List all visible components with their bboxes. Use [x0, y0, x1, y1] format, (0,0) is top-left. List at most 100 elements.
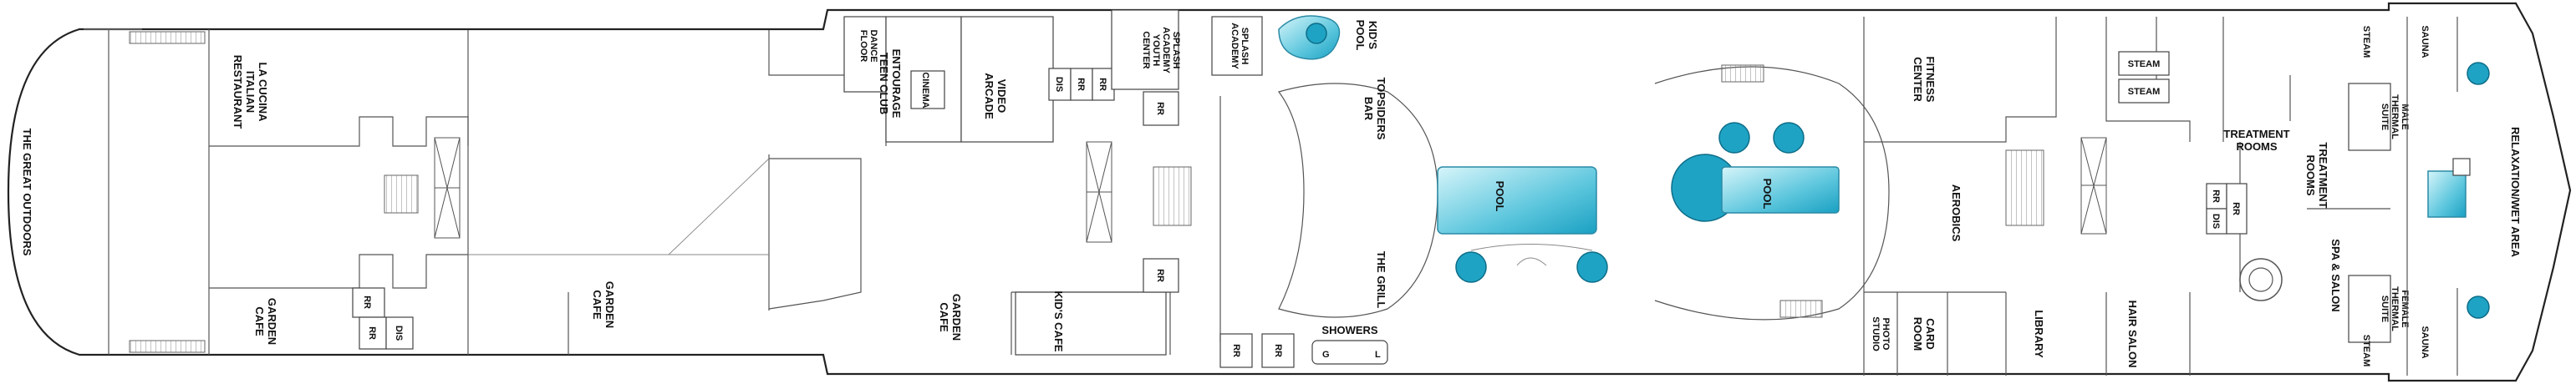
- label-kids-pool-2: POOL: [1354, 20, 1367, 51]
- sauna-plunge-bottom: [2467, 296, 2490, 319]
- rr-aft-2: [1261, 333, 1295, 368]
- label-treatment-rooms-1-a: TREATMENT: [2223, 128, 2289, 140]
- rr-aft-1: [1219, 333, 1253, 368]
- label-topsiders-2: BAR: [1362, 97, 1375, 121]
- rr-mid-1-label: RR: [1076, 78, 1086, 91]
- rr-mid-3: [1143, 91, 1179, 126]
- railing-mid-top: [1721, 64, 1764, 83]
- label-female-suite-1: FEMALE: [2400, 290, 2410, 327]
- rr-fwd-2: [359, 316, 387, 350]
- elevator-fwd: [434, 137, 461, 239]
- label-la-cucina-1: LA CUCINA: [257, 62, 269, 122]
- topsiders-bar-wall: [1219, 83, 1438, 342]
- dis-spa-label: DIS: [2211, 214, 2221, 229]
- spa-salon-feature: [2239, 258, 2283, 301]
- label-garden-cafe-mid-1: GARDEN: [603, 281, 616, 328]
- relaxation-wall: [2406, 17, 2458, 376]
- label-photo-studio-2: STUDIO: [1871, 316, 1881, 351]
- mid-interior-wall: [467, 30, 887, 355]
- label-treatment-rooms-2-a: TREATMENT: [2317, 142, 2329, 208]
- sauna-plunge-top: [2467, 62, 2490, 85]
- stair-aft: [2005, 149, 2044, 226]
- label-female-suite-2: THERMAL: [2390, 286, 2400, 331]
- fitness-block-wall: [1863, 17, 2107, 376]
- label-relaxation: RELAXATION/WET AREA: [2509, 127, 2522, 258]
- label-kids-cafe: KID'S CAFE: [1052, 291, 1065, 351]
- label-spa-salon: SPA & SALON: [2329, 239, 2342, 311]
- label-male-suite-2: THERMAL: [2390, 94, 2400, 139]
- male-thermal-suite: [2348, 83, 2391, 151]
- label-splash-youth-1: SPLASH: [1171, 32, 1181, 69]
- kids-cafe-room: [1015, 291, 1167, 356]
- label-fitness-1: FITNESS: [1924, 57, 1937, 103]
- label-treatment-rooms-1-b: ROOMS: [2236, 140, 2277, 153]
- label-splash-youth-3: YOUTH: [1151, 34, 1161, 67]
- forward-interior-wall: [209, 116, 469, 289]
- label-topsiders-1: TOPSIDERS: [1375, 78, 1387, 140]
- label-photo-studio-1: PHOTO: [1881, 318, 1891, 351]
- label-card-room-2: ROOM: [1912, 317, 1924, 351]
- rr-mid-3-label: RR: [1155, 102, 1165, 115]
- label-aerobics: AEROBICS: [1950, 184, 1963, 242]
- rr-spa-1: [2206, 183, 2227, 210]
- label-garden-cafe-aft-2: CAFE: [938, 302, 950, 332]
- stair-mid: [1153, 166, 1192, 226]
- label-steam-female: STEAM: [2361, 335, 2371, 367]
- showers-l: L: [1375, 350, 1381, 360]
- label-splash-academy-1: SPLASH: [1240, 28, 1250, 65]
- rr-mid-1: [1070, 68, 1093, 101]
- garden-cafe-divider: [468, 158, 770, 255]
- label-entourage-1: ENTOURAGE: [890, 49, 903, 119]
- dance-floor-room: [843, 16, 887, 93]
- label-pool-1: POOL: [1494, 181, 1506, 212]
- label-hair-salon: HAIR SALON: [2126, 301, 2139, 368]
- label-splash-youth-2: ACADEMY: [1161, 27, 1171, 73]
- label-male-suite-3: SUITE: [2380, 104, 2390, 130]
- label-splash-academy-2: ACADEMY: [1229, 23, 1240, 69]
- video-arcade-room: [960, 16, 1054, 143]
- label-great-outdoors: THE GREAT OUTDOORS: [21, 129, 33, 256]
- showers-g: G: [1322, 350, 1330, 360]
- rr-mid-4: [1143, 258, 1179, 293]
- label-dance-floor-1: DANCE: [868, 29, 878, 62]
- label-the-grill: THE GRILL: [1375, 251, 1387, 309]
- pool-main-1: [1437, 166, 1608, 283]
- dis-fwd-label: DIS: [394, 326, 404, 341]
- label-garden-cafe-mid-2: CAFE: [591, 290, 603, 320]
- elevator-aft: [2080, 137, 2107, 235]
- rr-aft-1-label: RR: [1231, 344, 1241, 357]
- label-female-suite-3: SUITE: [2380, 296, 2390, 322]
- pool-main-2: [1671, 122, 1840, 222]
- label-showers: SHOWERS: [1321, 324, 1378, 336]
- steam-1-label: STEAM: [2128, 59, 2161, 69]
- splash-academy-room: [1211, 16, 1263, 76]
- label-video-arcade-2: ARCADE: [983, 73, 995, 119]
- bow-railing-top: [129, 31, 206, 44]
- label-male-suite-1: MALE: [2400, 104, 2410, 129]
- label-garden-cafe-fwd-2: CAFE: [253, 306, 266, 336]
- label-video-arcade-1: VIDEO: [995, 79, 1008, 113]
- relaxation-pool: [2427, 170, 2467, 218]
- label-entourage-2: TEEN CLUB: [878, 53, 890, 114]
- splash-youth-room: [1111, 9, 1179, 90]
- female-thermal-suite: [2348, 275, 2391, 343]
- rr-spa-1-label: RR: [2211, 189, 2221, 203]
- label-sauna-bottom: SAUNA: [2420, 326, 2430, 358]
- dis-mid: [1048, 68, 1072, 101]
- relaxation-bench: [2452, 158, 2471, 176]
- label-pool-2: POOL: [1761, 179, 1774, 210]
- rr-fwd-2-label: RR: [367, 326, 377, 340]
- label-sauna-top: SAUNA: [2420, 25, 2430, 58]
- label-card-room-1: CARD: [1924, 318, 1937, 350]
- rr-mid-4-label: RR: [1155, 269, 1165, 282]
- label-fitness-2: CENTER: [1912, 57, 1924, 102]
- label-treatment-rooms-2-b: ROOMS: [2304, 154, 2317, 195]
- dis-mid-label: DIS: [1054, 77, 1064, 92]
- rr-spa-2: [2226, 183, 2248, 235]
- label-la-cucina-3: RESTAURANT: [232, 55, 244, 129]
- bow-railing-bottom: [129, 340, 206, 353]
- label-la-cucina-2: ITALIAN: [244, 71, 257, 113]
- label-garden-cafe-fwd-1: GARDEN: [266, 298, 278, 345]
- rr-mid-2-label: RR: [1097, 78, 1107, 91]
